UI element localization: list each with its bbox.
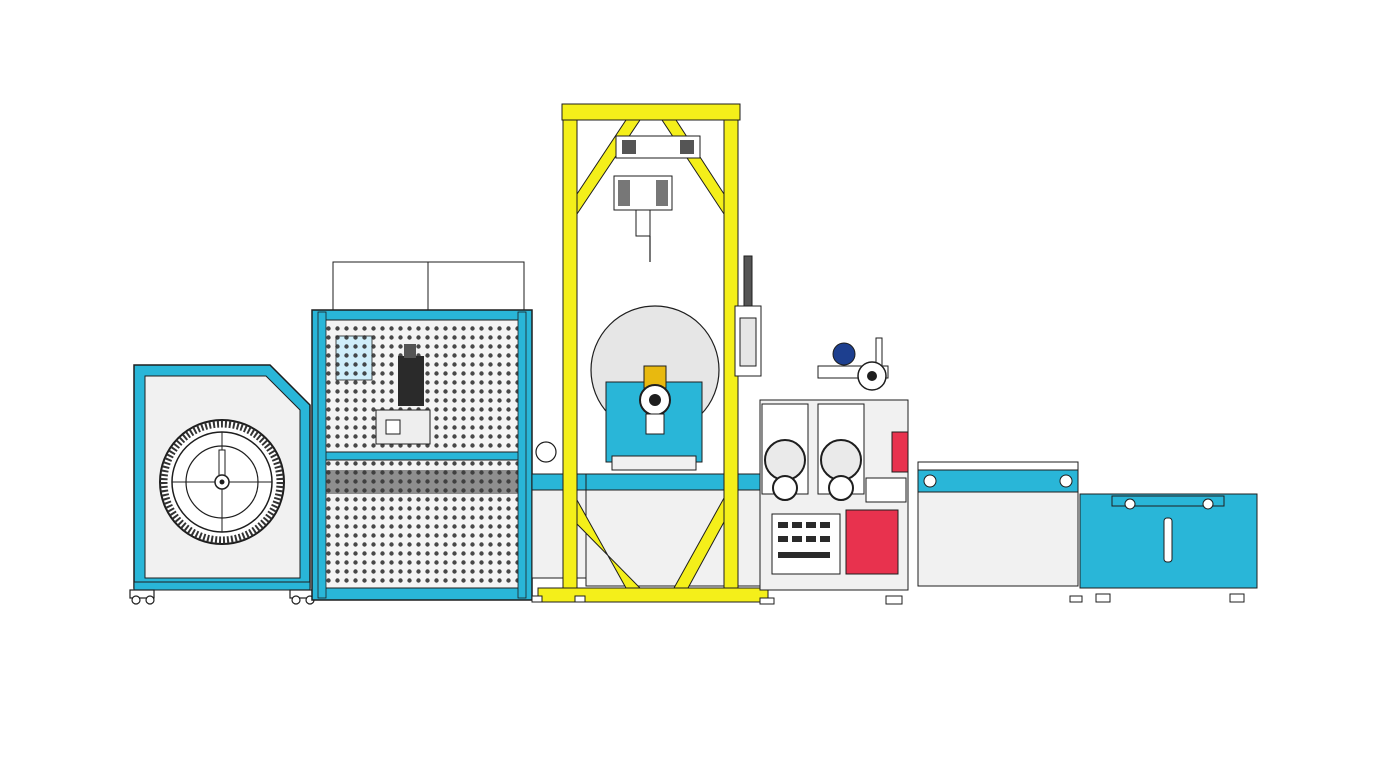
- mesh-guard-cell: [311, 261, 533, 601]
- actuator-icon: [375, 344, 431, 445]
- brace-lower-left: [576, 498, 642, 589]
- control-panel-buttons: [778, 522, 830, 558]
- conveyor-rail-top: [917, 461, 1079, 471]
- forming-red-tab: [891, 431, 909, 473]
- reel-cabinet-base: [133, 581, 311, 591]
- guard-lower-band: [326, 470, 518, 494]
- reel-wheel-icon: [159, 419, 285, 545]
- double-head-forming-unit: [759, 337, 909, 591]
- forming-side-plate: [865, 477, 907, 503]
- hoist-icon: [613, 135, 701, 262]
- forming-heads-icon: [761, 342, 887, 501]
- forming-red-guard: [845, 509, 899, 575]
- guard-post-right: [517, 311, 527, 599]
- brace-lower-right: [673, 496, 725, 589]
- gantry-top-beam: [561, 103, 741, 121]
- leveling-feet: [531, 593, 1245, 605]
- gantry-hoist-station: [537, 103, 769, 603]
- guard-mid-rail: [323, 451, 521, 461]
- unwind-reel-cabinet: [129, 364, 315, 605]
- guard-post-left: [317, 311, 327, 599]
- gantry-column-left: [562, 117, 578, 589]
- output-conveyor: [917, 461, 1079, 587]
- roll-hub-icon: [639, 365, 671, 435]
- top-box-right: [427, 261, 525, 311]
- gantry-base-beam: [537, 587, 769, 603]
- end-cabinet: [1079, 493, 1258, 589]
- cabinet-icon: [1111, 495, 1225, 563]
- top-box-left: [332, 261, 429, 311]
- caster-wheel-icon: [129, 589, 315, 605]
- cylinder-icon: [734, 255, 762, 377]
- conveyor-icon: [917, 469, 1079, 493]
